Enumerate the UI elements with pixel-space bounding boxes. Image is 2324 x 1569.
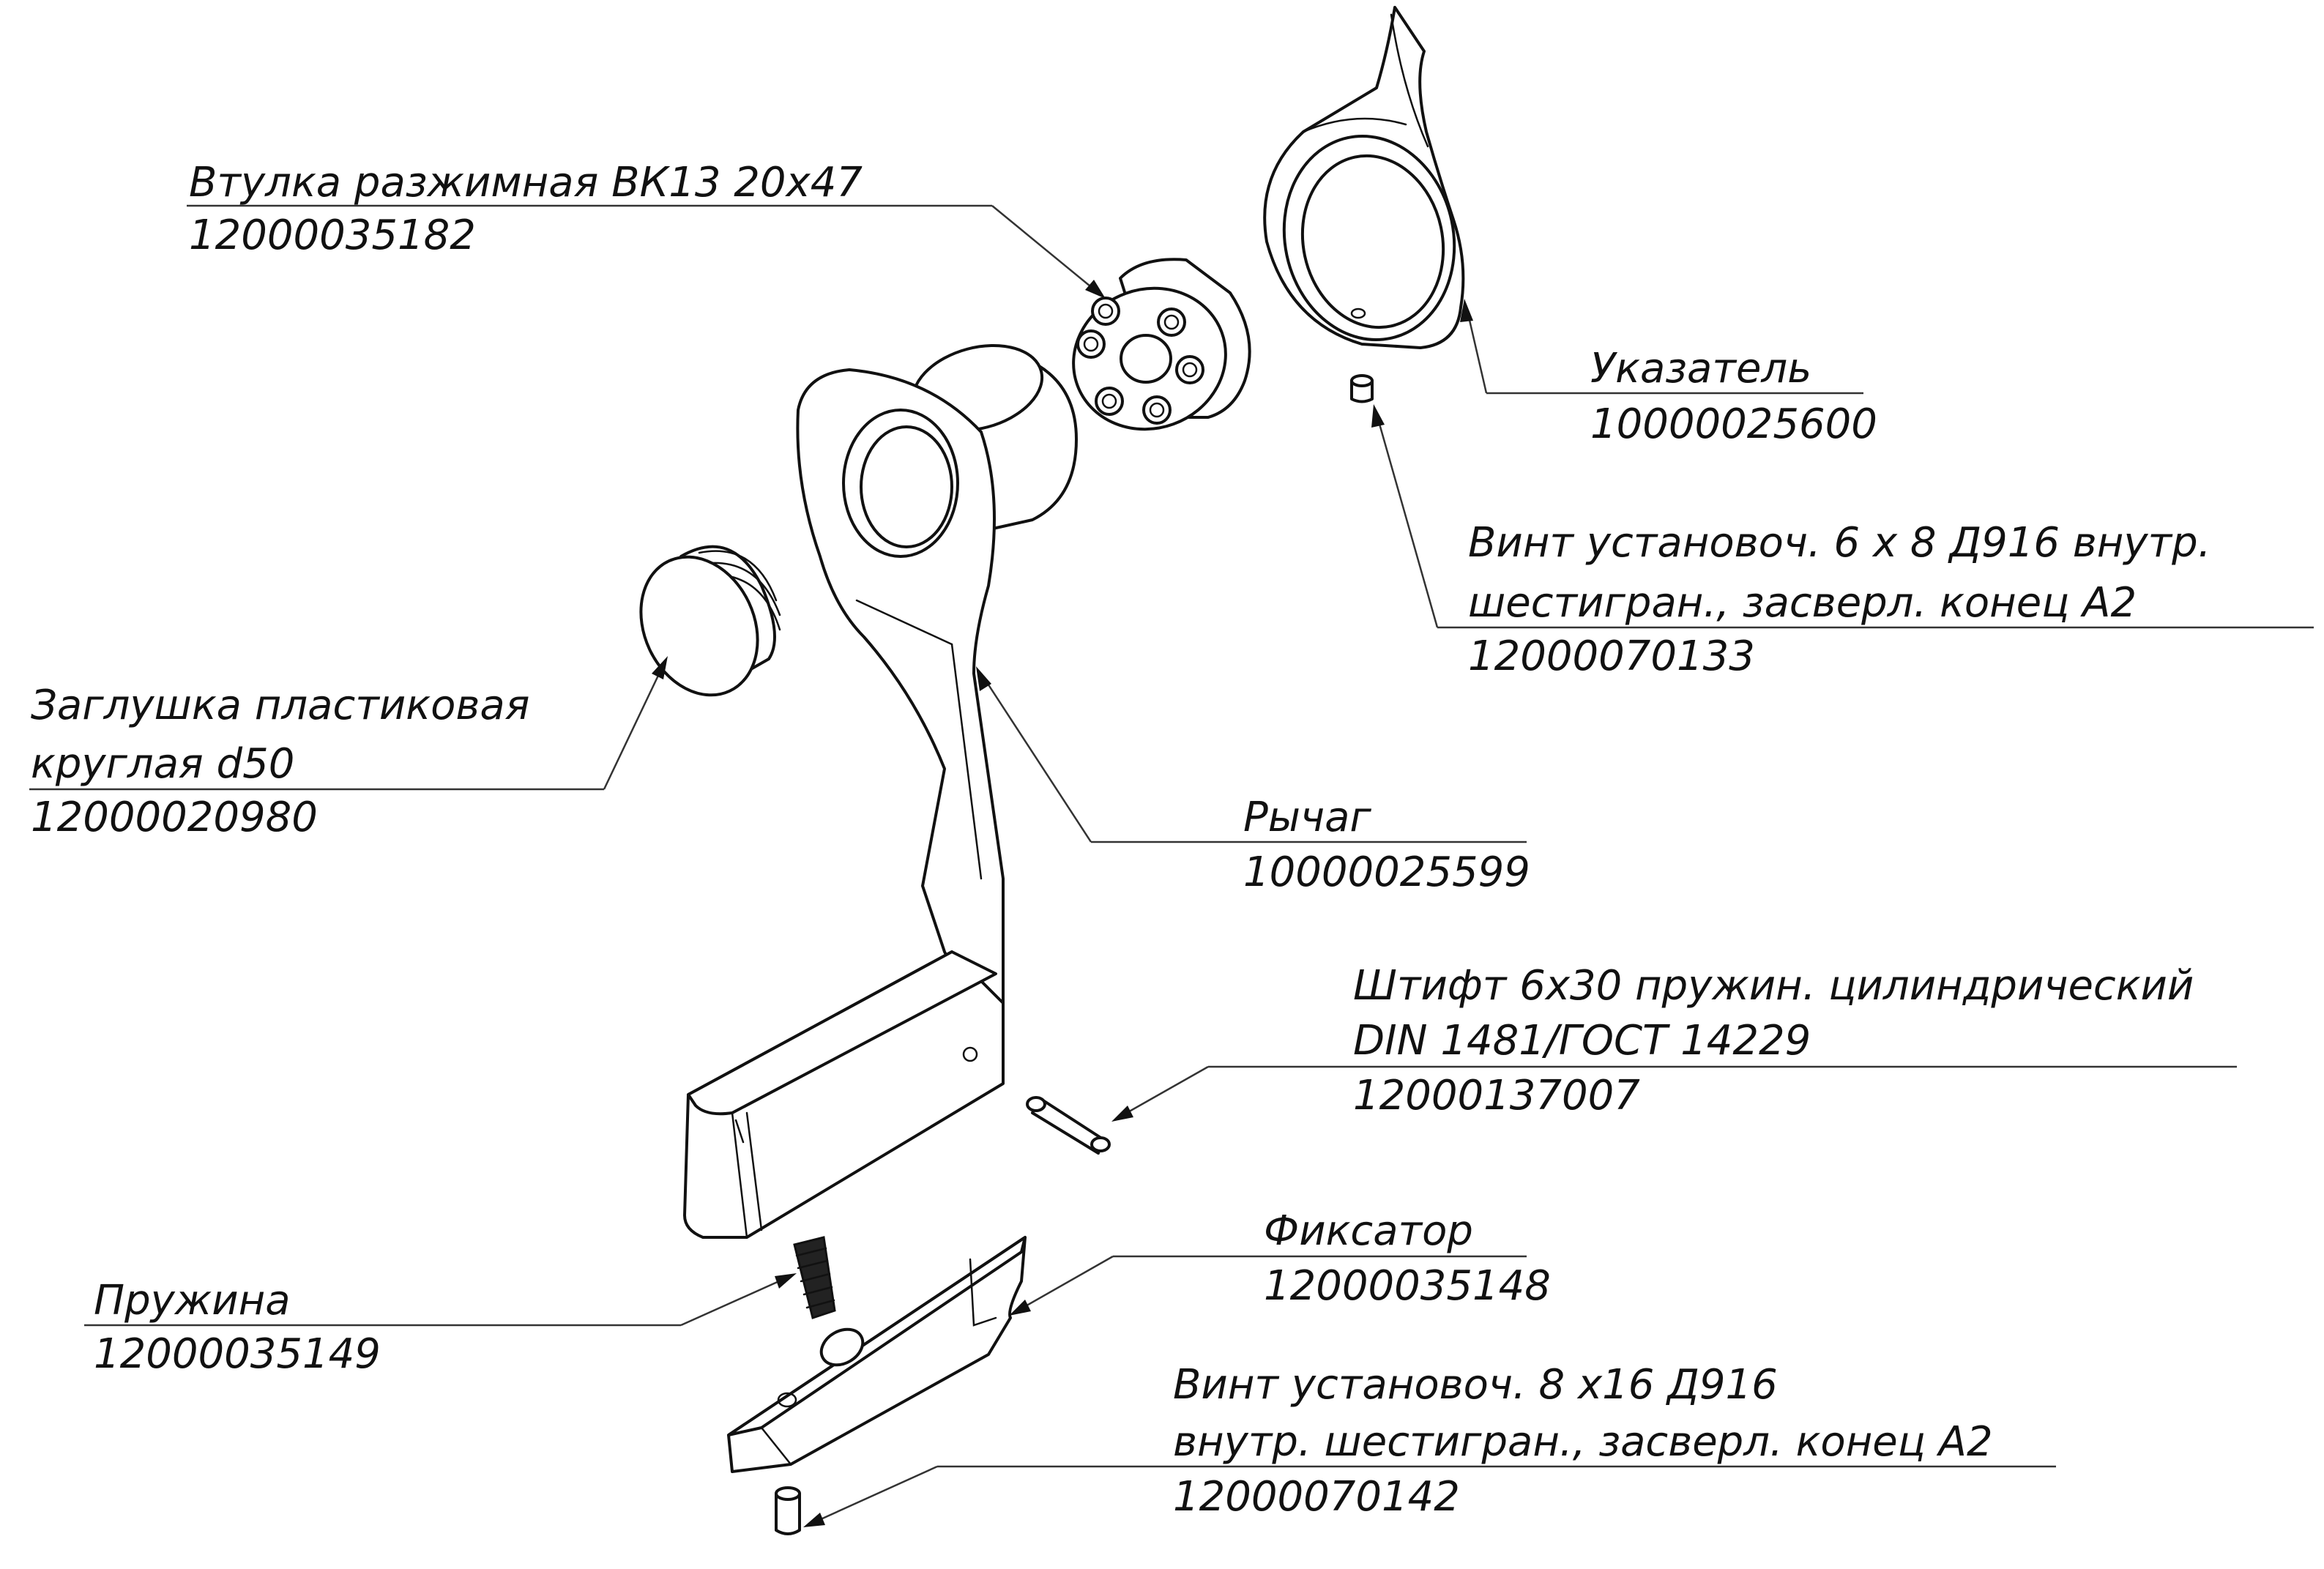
bushing-code-label: 12000035182: [189, 212, 476, 259]
set-screw-6x8-line1-label: Винт установоч. 6 х 8 Д916 внутр.: [1468, 519, 2211, 567]
lever-name-label: Рычаг: [1243, 794, 1371, 841]
pointer-code-label: 10000025600: [1590, 400, 1877, 448]
plug-line1-label: Заглушка пластиковая: [31, 682, 529, 729]
latch-leader: [1009, 1255, 1527, 1316]
plug-line2-label: круглая d50: [31, 740, 294, 788]
bushing-leader: [187, 204, 1106, 299]
plug-leader: [29, 656, 668, 791]
set-screw-8x16-line1-label: Винт установоч. 8 х16 Д916: [1173, 1361, 1778, 1409]
set-screw-8x16-line2-label: внутр. шестигран., засверл. конец А2: [1173, 1418, 1993, 1466]
pointer-leader: [1460, 299, 1863, 395]
pin-leader: [1111, 1065, 2237, 1122]
pin-line2-label: DIN 1481/ГОСТ 14229: [1353, 1017, 1811, 1065]
pin-part: [1026, 1096, 1111, 1155]
lever-code-label: 10000025599: [1243, 849, 1530, 896]
pin-code-label: 12000137007: [1353, 1072, 1640, 1119]
set-screw-6x8-line2-label: шестигран., засверл. конец А2: [1468, 579, 2137, 627]
set-screw-6x8-code-label: 12000070133: [1468, 633, 1755, 680]
set-screw-8x16-leader: [803, 1465, 2056, 1527]
pointer-part: [1263, 6, 1465, 349]
latch-name-label: Фиксатор: [1264, 1207, 1473, 1255]
lever-part: [683, 343, 1078, 1239]
pin-line1-label: Штифт 6х30 пружин. цилиндрический: [1353, 962, 2194, 1010]
pointer-name-label: Указатель: [1590, 345, 1811, 392]
spring-name-label: Пружина: [94, 1277, 291, 1324]
plug-code-label: 12000020980: [31, 794, 318, 841]
plug-part: [639, 545, 781, 697]
latch-part: [727, 1236, 1027, 1473]
lever-leader: [976, 666, 1527, 843]
latch-code-label: 12000035148: [1264, 1262, 1551, 1310]
set-screw-8x16-part: [775, 1486, 801, 1535]
spring-part: [793, 1236, 836, 1319]
spring-leader: [84, 1273, 797, 1327]
set-screw-6x8-part: [1350, 374, 1374, 403]
set-screw-6x8-leader: [1371, 404, 2314, 629]
bushing-name-label: Втулка разжимная ВК13 20х47: [189, 159, 863, 206]
spring-code-label: 12000035149: [94, 1330, 381, 1378]
set-screw-8x16-code-label: 12000070142: [1173, 1473, 1460, 1521]
bushing-part: [1072, 258, 1251, 431]
